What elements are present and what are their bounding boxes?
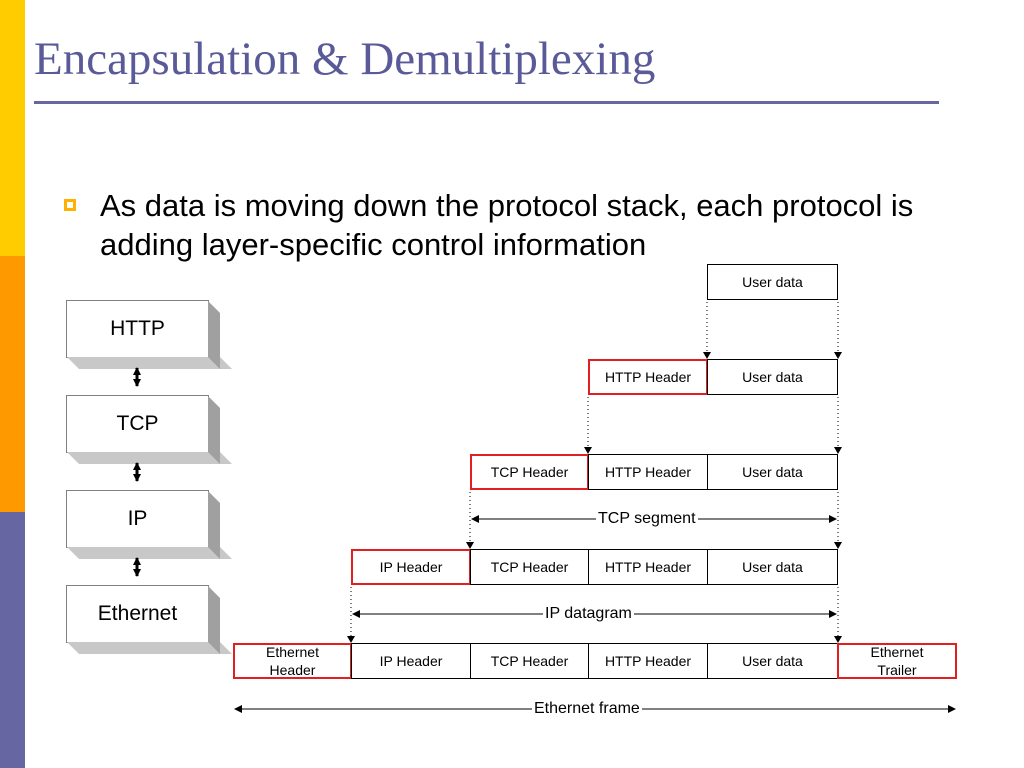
cell-user-data: User data: [707, 643, 838, 679]
cell-tcp-header: TCP Header: [470, 643, 589, 679]
cell-ethernet-trailer: Ethernet Trailer: [837, 643, 957, 679]
stack-box-ethernet: Ethernet: [66, 585, 209, 643]
bullet-square-icon: [64, 199, 76, 211]
side-bar-top: [0, 0, 25, 256]
cell-ip-header: IP Header: [351, 549, 471, 585]
dotted-guides: [350, 302, 839, 636]
cell-http-header: HTTP Header: [588, 454, 708, 490]
bullet-text: As data is moving down the protocol stac…: [100, 188, 914, 262]
down-triangle-icons: [347, 352, 842, 643]
cell-http-header: HTTP Header: [588, 359, 708, 395]
cell-user-data: User data: [707, 549, 838, 585]
title-underline: [34, 101, 939, 104]
cell-tcp-header: TCP Header: [470, 454, 589, 490]
cell-ip-header: IP Header: [351, 643, 471, 679]
tcp-segment-label: TCP segment: [596, 510, 698, 528]
stack-box-tcp: TCP: [66, 395, 209, 453]
ip-datagram-label: IP datagram: [543, 605, 634, 623]
stack-box-http: HTTP: [66, 300, 209, 358]
cell-http-header: HTTP Header: [588, 643, 708, 679]
cell-ethernet-header: Ethernet Header: [233, 643, 352, 679]
cell-user-data: User data: [707, 359, 838, 395]
cell-user-data: User data: [707, 264, 838, 300]
ethernet-frame-label: Ethernet frame: [532, 700, 642, 718]
stack-box-ip: IP: [66, 490, 209, 548]
slide-title: Encapsulation & Demultiplexing: [34, 33, 656, 85]
cell-http-header: HTTP Header: [588, 549, 708, 585]
side-bar-middle: [0, 256, 25, 512]
side-bar-bottom: [0, 512, 25, 768]
cell-tcp-header: TCP Header: [470, 549, 589, 585]
cell-user-data: User data: [707, 454, 838, 490]
